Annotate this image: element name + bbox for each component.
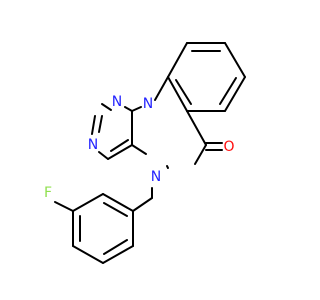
bond-layer [54, 42, 246, 264]
bond [186, 110, 207, 146]
bond [167, 42, 188, 78]
atom-label-n2: N [112, 94, 122, 110]
bond [103, 239, 128, 255]
atom-label-n4: N [151, 169, 161, 185]
bond [101, 103, 112, 111]
atom-label-n1: N [143, 96, 153, 112]
bond [219, 77, 237, 105]
bond [98, 115, 103, 133]
bond [72, 193, 104, 212]
bond [102, 193, 134, 212]
bond [194, 144, 207, 165]
bond [107, 144, 133, 160]
structure-diagram: N N N N O F [44, 42, 246, 264]
bond [54, 201, 74, 212]
bond [103, 202, 128, 217]
bond [98, 151, 109, 160]
bond [110, 139, 129, 152]
bond [124, 106, 133, 112]
bond [131, 144, 147, 155]
bond [102, 245, 134, 264]
bond [167, 76, 188, 112]
bond [132, 197, 153, 212]
bond [166, 165, 169, 169]
molecule-canvas: N N N N O F [43, 42, 246, 264]
bond [154, 76, 169, 101]
bond [224, 76, 246, 112]
atom-label-f: F [44, 185, 52, 201]
bond [72, 245, 104, 264]
bond [224, 42, 246, 78]
bond [175, 79, 192, 105]
atom-label-o: O [223, 139, 234, 155]
atom-label-layer: N N N N O F [44, 94, 235, 201]
atom-label-n3: N [88, 137, 98, 153]
bond [131, 106, 142, 112]
bond [91, 115, 96, 135]
